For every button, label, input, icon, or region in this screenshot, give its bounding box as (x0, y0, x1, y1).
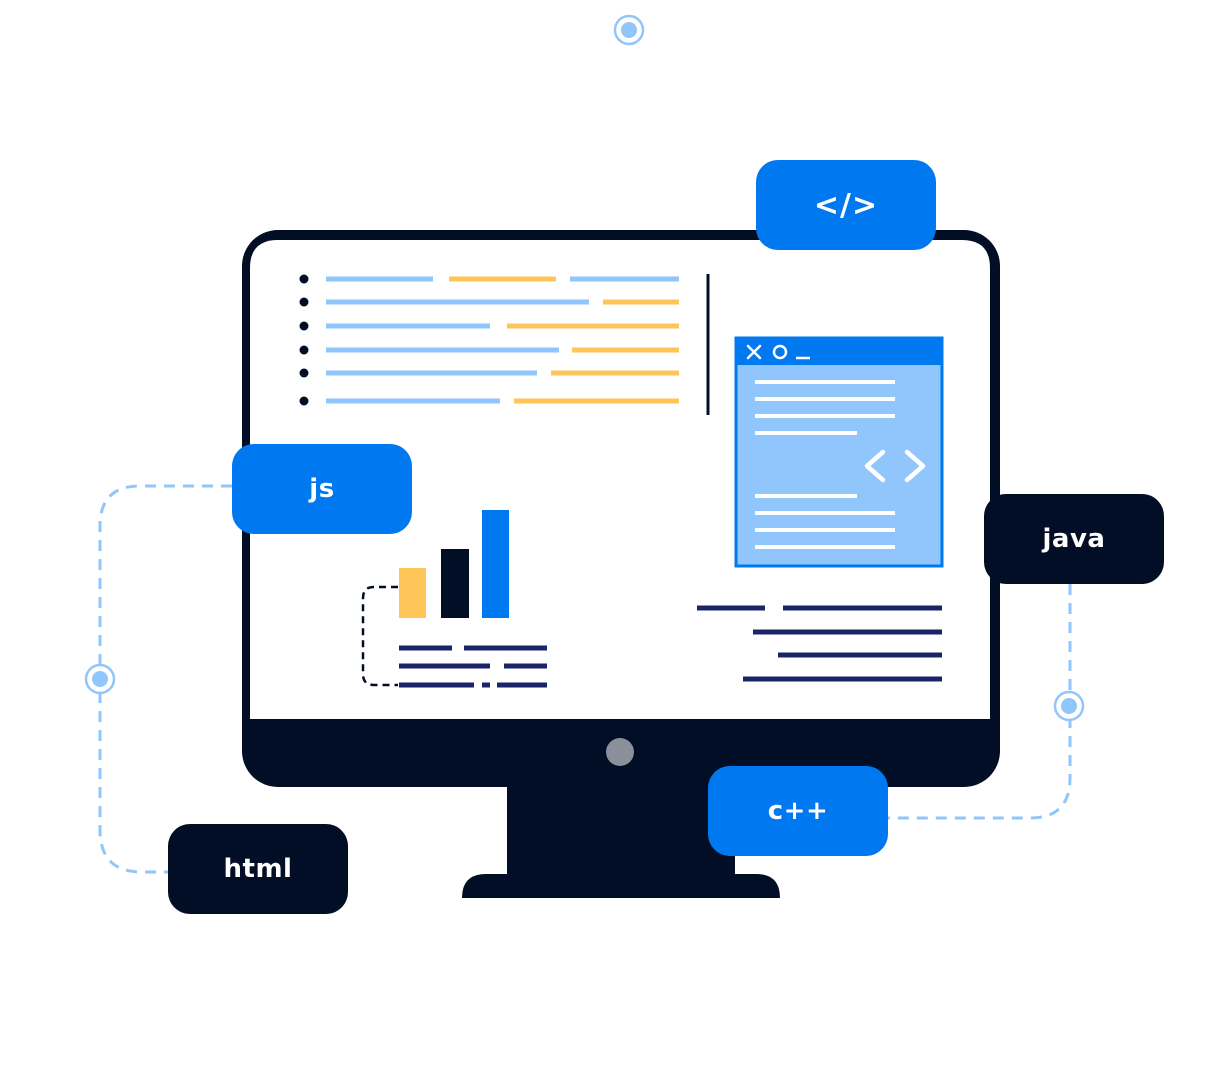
js-tag: js (232, 444, 412, 534)
code-list (299, 274, 679, 406)
target-dot-icon (84, 663, 116, 695)
cpp-tag: c++ (708, 766, 888, 856)
java-tag: java (984, 494, 1164, 584)
list-bullets (299, 274, 309, 406)
browser-window (734, 336, 944, 568)
target-dot-icon (613, 14, 645, 46)
code-brackets-icon (864, 449, 926, 483)
code-tag: </> (756, 160, 936, 250)
close-icon (746, 344, 762, 360)
circle-icon (772, 344, 788, 360)
connector-java-cpp (886, 584, 1072, 820)
chart-bracket (361, 585, 398, 687)
monitor-neck (507, 770, 735, 882)
monitor-base (462, 874, 780, 898)
chart-bar (441, 549, 469, 618)
connector-js-html (98, 484, 232, 874)
text-lines (697, 605, 942, 682)
chart-bar (399, 568, 426, 618)
html-tag: html (168, 824, 348, 914)
chart-bar (482, 510, 509, 618)
target-dot-icon (1053, 690, 1085, 722)
bar-chart (361, 510, 547, 688)
camera-dot (606, 738, 634, 766)
